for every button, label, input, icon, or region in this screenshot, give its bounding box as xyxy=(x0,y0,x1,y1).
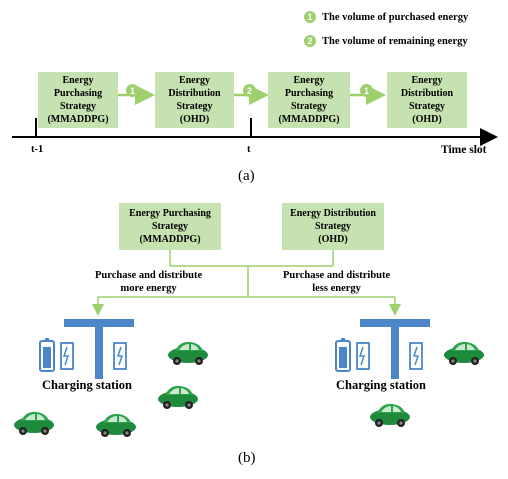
arrow-number-icon: 2 xyxy=(243,84,256,97)
electric-car-icon xyxy=(96,413,136,437)
branch-label-less: Purchase and distribute less energy xyxy=(283,270,391,294)
electric-car-icon xyxy=(444,341,484,365)
caption-b: (b) xyxy=(238,450,256,466)
branch-label-more: Purchase and distribute more energy xyxy=(95,270,203,294)
legend-item-1: 1 The volume of purchased energy xyxy=(304,9,468,25)
legend-text: The volume of remaining energy xyxy=(322,35,468,47)
legend-number-icon: 1 xyxy=(304,11,316,23)
legend-number-icon: 2 xyxy=(304,35,316,47)
electric-car-icon xyxy=(158,385,198,409)
charging-station-icon xyxy=(39,318,135,380)
electric-car-icon xyxy=(370,403,410,427)
caption-a: (a) xyxy=(238,168,255,184)
tick-label-t: t xyxy=(247,144,251,155)
axis-label: Time slot xyxy=(441,144,487,156)
arrow-number-icon: 1 xyxy=(126,84,139,97)
legend-item-2: 2 The volume of remaining energy xyxy=(304,33,468,49)
charging-station-icon xyxy=(335,318,431,380)
station-label-right: Charging station xyxy=(336,378,426,392)
legend-text: The volume of purchased energy xyxy=(322,11,469,23)
electric-car-icon xyxy=(168,341,208,365)
arrow-number-icon: 1 xyxy=(360,84,373,97)
tick-label-t-minus-1: t-1 xyxy=(31,144,44,155)
electric-car-icon xyxy=(14,411,54,435)
station-label-left: Charging station xyxy=(42,378,132,392)
